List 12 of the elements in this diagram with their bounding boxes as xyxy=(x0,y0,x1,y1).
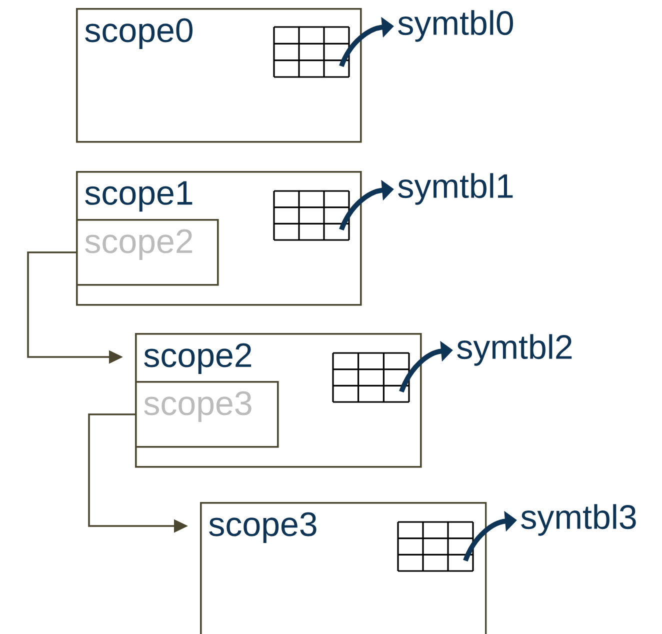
table-name: symtbl1 xyxy=(398,173,513,205)
table-name: symtbl3 xyxy=(521,504,636,536)
nested-scope-box: scope3 xyxy=(135,381,279,448)
scope-box: scope3 xyxy=(200,502,487,634)
scope-box: scope0 xyxy=(76,8,362,143)
table-icon xyxy=(273,26,350,78)
table-icon xyxy=(397,521,474,572)
table-icon xyxy=(332,352,410,403)
nested-scope-box: scope2 xyxy=(76,219,219,286)
table-name: symtbl0 xyxy=(398,10,513,42)
table-icon xyxy=(273,190,350,241)
table-name: symtbl2 xyxy=(457,334,572,366)
